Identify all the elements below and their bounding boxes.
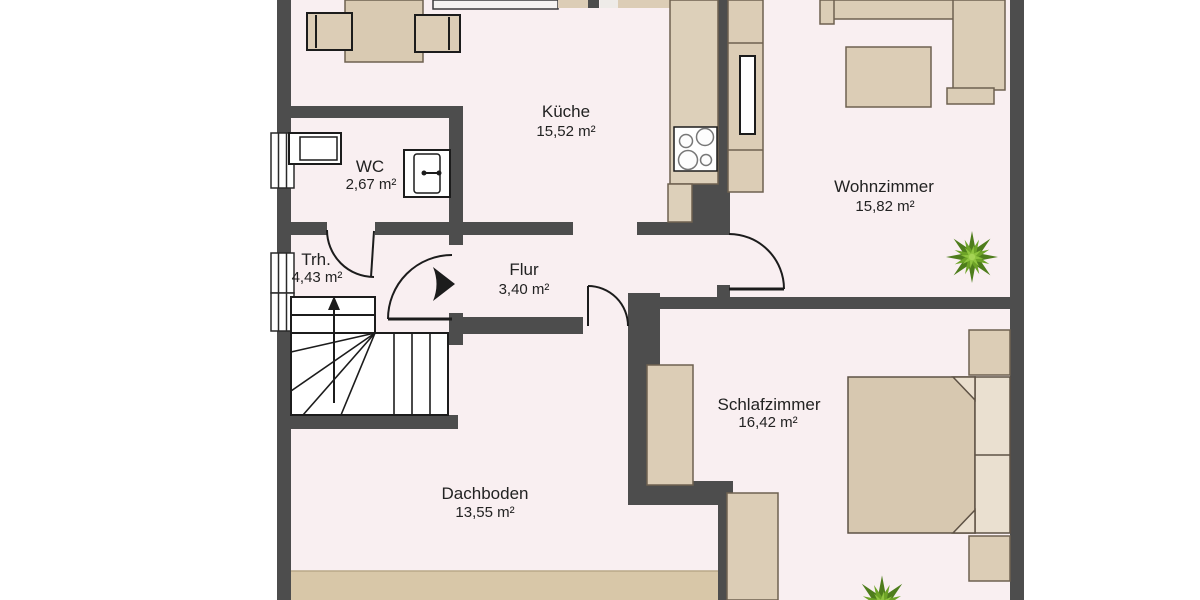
wall-wc-bottom-left — [291, 222, 327, 235]
kitchen-counter-stub — [667, 183, 693, 223]
wall-kueche-wohnzimmer — [718, 0, 730, 235]
room-label-dachboden: Dachboden — [442, 484, 529, 503]
room-label-schlafzimmer: Schlafzimmer — [718, 395, 821, 414]
room-area-wc: 2,67 m² — [346, 176, 397, 193]
furniture — [288, 0, 1011, 600]
window-icon — [270, 252, 295, 294]
door-arc-entrance — [387, 254, 453, 321]
wall-flur-bottom — [463, 317, 583, 334]
wall-outer-right — [1010, 0, 1024, 600]
wall-entrance-pier — [449, 313, 463, 345]
entrance-arrow-icon — [433, 267, 455, 301]
dining-table — [344, 0, 424, 63]
wall-corner-foot — [690, 183, 730, 235]
room-area-trh: 4,43 m² — [292, 269, 343, 286]
stove-icon — [673, 126, 718, 172]
door-arc-wohnzimmer — [728, 233, 785, 291]
wall-stairs-bottom — [287, 415, 458, 429]
wall-wohnzimmer-schlafzimmer — [628, 297, 1010, 309]
room-area-wohnzimmer: 15,82 m² — [855, 198, 914, 215]
sink-icon — [288, 132, 342, 165]
room-area-kueche: 15,52 m² — [536, 123, 595, 140]
room-label-wohnzimmer: Wohnzimmer — [834, 177, 934, 196]
counter-piece — [600, 0, 618, 8]
room-label-wc: WC — [356, 157, 384, 176]
wall-wc-bottom-right — [375, 222, 449, 235]
coffee-table — [845, 46, 932, 108]
double-bed — [847, 376, 1011, 534]
room-area-dachboden: 13,55 m² — [455, 504, 514, 521]
staircase — [290, 296, 449, 416]
top-edge-kitchen-units — [432, 0, 670, 10]
chair — [414, 14, 461, 53]
plant-icon — [946, 231, 998, 283]
shower-icon — [403, 149, 451, 198]
sofa — [819, 0, 1006, 105]
nightstand — [968, 535, 1011, 582]
room-label-flur: Flur — [509, 260, 539, 279]
door-arc-schlafzimmer — [587, 285, 629, 327]
nightstand — [968, 329, 1011, 376]
room-area-schlafzimmer: 16,42 m² — [738, 414, 797, 431]
tv-icon — [739, 55, 756, 135]
tv-sideboard — [727, 0, 764, 193]
counter-piece — [558, 0, 588, 8]
wall-flur-top — [463, 222, 573, 235]
room-area-flur: 3,40 m² — [499, 281, 550, 298]
roof-slope-strip — [291, 570, 718, 600]
wall-wc-top — [291, 106, 462, 118]
door-arc-wc — [326, 229, 375, 278]
stairs-up-arrow-icon — [328, 296, 340, 403]
counter-piece — [618, 0, 670, 8]
wardrobe — [726, 492, 779, 600]
wall-door-hinge-block — [717, 285, 730, 299]
wall-wc-right — [449, 106, 463, 245]
closet — [646, 364, 694, 486]
wall-kueche-bottom — [637, 222, 690, 235]
room-label-kueche: Küche — [542, 102, 590, 121]
doors — [326, 229, 785, 327]
wall-top-stub — [587, 0, 599, 8]
top-window — [432, 0, 559, 10]
room-labels: Küche 15,52 m² WC 2,67 m² Trh. 4,43 m² F… — [292, 102, 935, 521]
room-label-trh: Trh. — [301, 250, 331, 269]
chair — [306, 12, 353, 51]
